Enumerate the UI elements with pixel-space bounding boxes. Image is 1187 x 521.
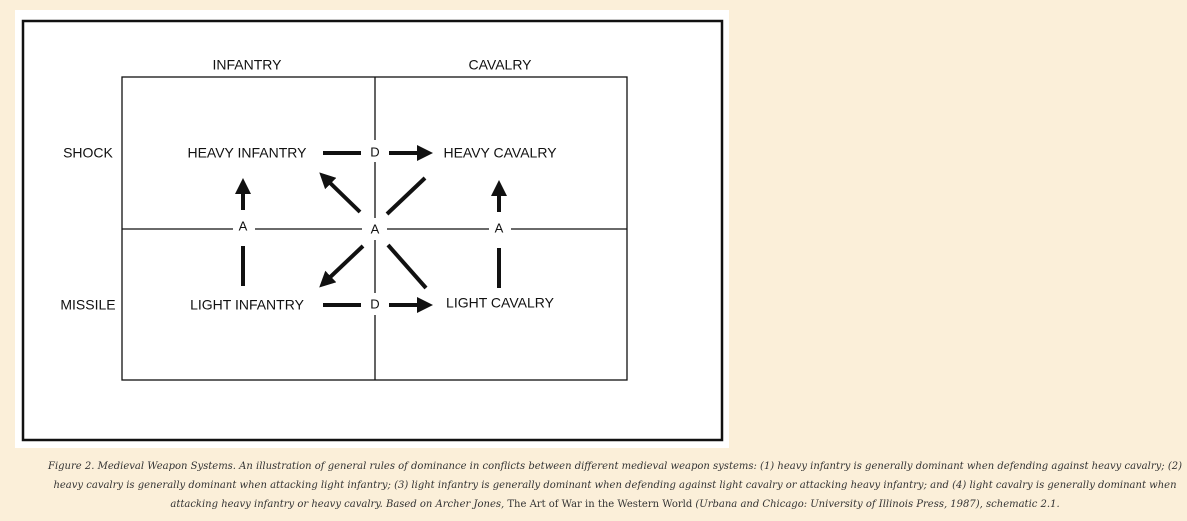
column-label-cavalry: CAVALRY bbox=[468, 57, 532, 73]
defend-marker-bottom: D bbox=[370, 296, 379, 311]
figure-caption: Figure 2. Medieval Weapon Systems. An il… bbox=[40, 457, 1187, 514]
cell-heavy-infantry: HEAVY INFANTRY bbox=[187, 145, 307, 161]
attack-marker-left: A bbox=[239, 218, 248, 233]
column-label-infantry: INFANTRY bbox=[213, 57, 283, 73]
attack-marker-center: A bbox=[371, 221, 380, 236]
cell-heavy-cavalry: HEAVY CAVALRY bbox=[443, 145, 557, 161]
attack-marker-right: A bbox=[495, 220, 504, 235]
figure: INFANTRY CAVALRY SHOCK MISSILE HEAVY INF… bbox=[15, 10, 729, 448]
attack-line-diag-up-right bbox=[385, 176, 427, 216]
attack-line-diag-down-right bbox=[386, 243, 428, 290]
row-label-missile: MISSILE bbox=[60, 297, 115, 313]
caption-citation: (Urbana and Chicago: University of Illin… bbox=[692, 499, 1060, 510]
cell-light-cavalry: LIGHT CAVALRY bbox=[446, 295, 555, 311]
attack-arrow-diag-up-left bbox=[319, 172, 362, 214]
cell-light-infantry: LIGHT INFANTRY bbox=[190, 297, 305, 313]
caption-book-title: The Art of War in the Western World bbox=[507, 499, 693, 510]
outer-border bbox=[21, 19, 724, 442]
defend-marker-top: D bbox=[370, 144, 379, 159]
row-label-shock: SHOCK bbox=[63, 145, 113, 161]
caption-text: Figure 2. Medieval Weapon Systems. An il… bbox=[48, 461, 1182, 510]
weapon-systems-diagram: INFANTRY CAVALRY SHOCK MISSILE HEAVY INF… bbox=[21, 19, 724, 442]
attack-arrow-diag-down-left bbox=[319, 244, 365, 288]
